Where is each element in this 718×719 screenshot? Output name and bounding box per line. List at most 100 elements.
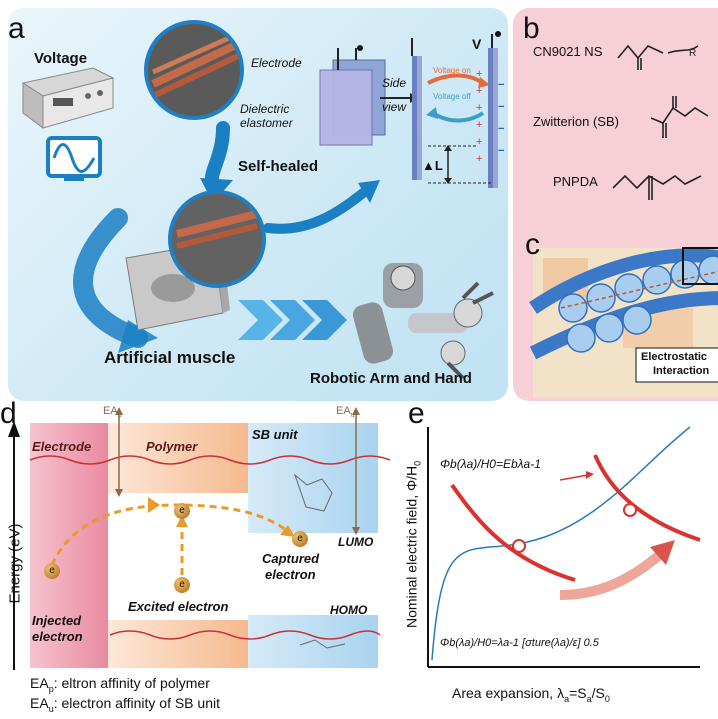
plus-sign: + xyxy=(476,153,483,165)
captured-label-2: electron xyxy=(265,567,316,582)
cn9021-label: CN9021 NS xyxy=(533,44,603,59)
panel-a-graphics xyxy=(21,31,501,380)
cn9021-r-fragment: R xyxy=(689,48,696,59)
sb-structure xyxy=(650,96,709,138)
side-view-label-1: Side xyxy=(382,76,407,90)
blue-curve xyxy=(431,426,691,661)
plus-sign: + xyxy=(476,136,483,148)
ea-u-label: EAu xyxy=(336,405,355,420)
elastomer-schematic xyxy=(319,45,386,146)
energy-axis-label: Energy (eV) xyxy=(6,523,24,604)
curve-arrow-right-head xyxy=(358,180,380,203)
panel-e-graphics xyxy=(427,426,701,668)
callout-line-1: Electrostatic xyxy=(641,351,708,363)
ea-p-label: EAp xyxy=(103,405,122,420)
v-label: V xyxy=(472,36,482,52)
sweep-arrow-left-head xyxy=(118,320,158,353)
lumo-label: LUMO xyxy=(338,535,374,549)
e-x-axis-label: Area expansion, λa=Sa/S0 xyxy=(452,685,610,704)
injected-label-1: Injected xyxy=(32,613,82,628)
panel-bc: R b CN9021 NS Zwitterion (SB) PNPDA c El… xyxy=(513,8,718,401)
shift-arrow xyxy=(559,549,666,600)
captured-label-1: Captured xyxy=(262,551,320,566)
pnpda-label: PNPDA xyxy=(553,174,598,189)
lumo-wavy-line xyxy=(29,455,391,465)
injected-label-2: electron xyxy=(32,629,83,644)
chevron-1 xyxy=(238,300,283,340)
zwitterion-beads xyxy=(558,255,718,353)
plus-sign: + xyxy=(476,68,483,80)
polymer-chain-1 xyxy=(529,248,718,314)
panel-bc-graphics: R xyxy=(529,44,718,398)
muscle-closeup-top xyxy=(144,20,244,120)
self-healed-label: Self-healed xyxy=(238,158,319,175)
electron-excited: e xyxy=(174,577,190,593)
power-supply-icon xyxy=(21,67,115,129)
homo-label: HOMO xyxy=(330,603,368,617)
panel-c-label: c xyxy=(525,228,540,261)
panel-d-graphics xyxy=(8,407,391,670)
voltage-off-label: Voltage off xyxy=(433,92,471,101)
electron-captured: e xyxy=(292,531,308,547)
callout-box xyxy=(635,347,718,383)
electron-injected: e xyxy=(44,563,60,579)
e-equation-top: Φb(λa)/H0=Ebλa-1 xyxy=(440,457,541,471)
panel-d-label: d xyxy=(0,397,17,430)
pnpda-structure xyxy=(612,174,702,200)
shift-arrow-head xyxy=(650,540,675,565)
plus-charges: + + + + + + xyxy=(476,66,488,168)
legend-ea-u: EAu: electron affinity of SB unit xyxy=(30,695,220,714)
sb-molecule-sketch xyxy=(293,473,346,649)
side-view-strips xyxy=(411,31,501,188)
minus-sign: − xyxy=(498,145,505,157)
side-view-label-2: view xyxy=(382,100,407,114)
plus-sign: + xyxy=(476,102,483,114)
voltage-on-arrow xyxy=(427,73,485,85)
curve-arrow-right xyxy=(263,188,368,234)
minus-sign: − xyxy=(498,79,505,91)
e-y-axis-label: Nominal electric field, Φ/H0 xyxy=(403,460,423,628)
cn9021-structure xyxy=(617,44,699,70)
voltage-on-label: Voltage on xyxy=(433,66,471,75)
chevron-2 xyxy=(270,300,315,340)
callout-line-2: Interaction xyxy=(653,365,710,377)
minus-sign: − xyxy=(498,101,505,113)
muscle-closeup-healed xyxy=(168,190,266,288)
homo-wavy-line xyxy=(109,630,381,640)
plus-sign: + xyxy=(476,85,483,97)
waveform-icon xyxy=(46,136,102,181)
sweep-arrow-left xyxy=(73,208,148,348)
intersection-2 xyxy=(623,503,637,517)
down-arrow-selfheal xyxy=(205,121,230,190)
panel-e: e Nominal electric field, Φ/H0 Area expa… xyxy=(400,399,718,719)
panel-b-label: b xyxy=(523,12,540,45)
red-curve-1 xyxy=(450,483,576,582)
dielectric-label-1: Dielectric xyxy=(240,102,290,116)
robotic-arm-label: Robotic Arm and Hand xyxy=(310,370,472,387)
panel-e-label: e xyxy=(408,397,425,430)
legend-ea-p: EAp: eltron affinity of polymer xyxy=(30,675,210,694)
minus-charges: − − − − xyxy=(498,74,508,162)
voltage-label: Voltage xyxy=(34,50,88,67)
plus-sign: + xyxy=(476,119,483,131)
panel-a-label: a xyxy=(8,12,25,45)
intersection-1 xyxy=(512,539,526,553)
minus-sign: − xyxy=(498,123,505,135)
chevron-3 xyxy=(302,300,347,340)
sb-unit-label: SB unit xyxy=(252,427,298,442)
polymer-homo-band xyxy=(108,620,248,668)
panel-a: a Voltage Electrode Dielectric elastomer… xyxy=(8,8,508,401)
e-equation-bottom: Φb(λa)/H0=λa-1 [σture(λa)/ε] 0.5 xyxy=(440,637,599,649)
zoom-box xyxy=(682,247,718,285)
electrode-label: Electrode xyxy=(251,56,302,70)
electron-polymer-lumo: e xyxy=(174,503,190,519)
dielectric-label-2: elastomer xyxy=(240,116,293,130)
robotic-arm-image xyxy=(352,263,494,380)
sb-label: Zwitterion (SB) xyxy=(533,114,619,129)
panel-d: d Energy (eV) EAp EAu Electrode Polymer … xyxy=(0,399,395,719)
electrode-label-d: Electrode xyxy=(32,439,92,454)
sb-homo-region xyxy=(248,615,378,668)
polymer-label: Polymer xyxy=(146,439,198,454)
excited-label: Excited electron xyxy=(128,599,229,614)
polymer-lumo-band xyxy=(108,423,248,493)
